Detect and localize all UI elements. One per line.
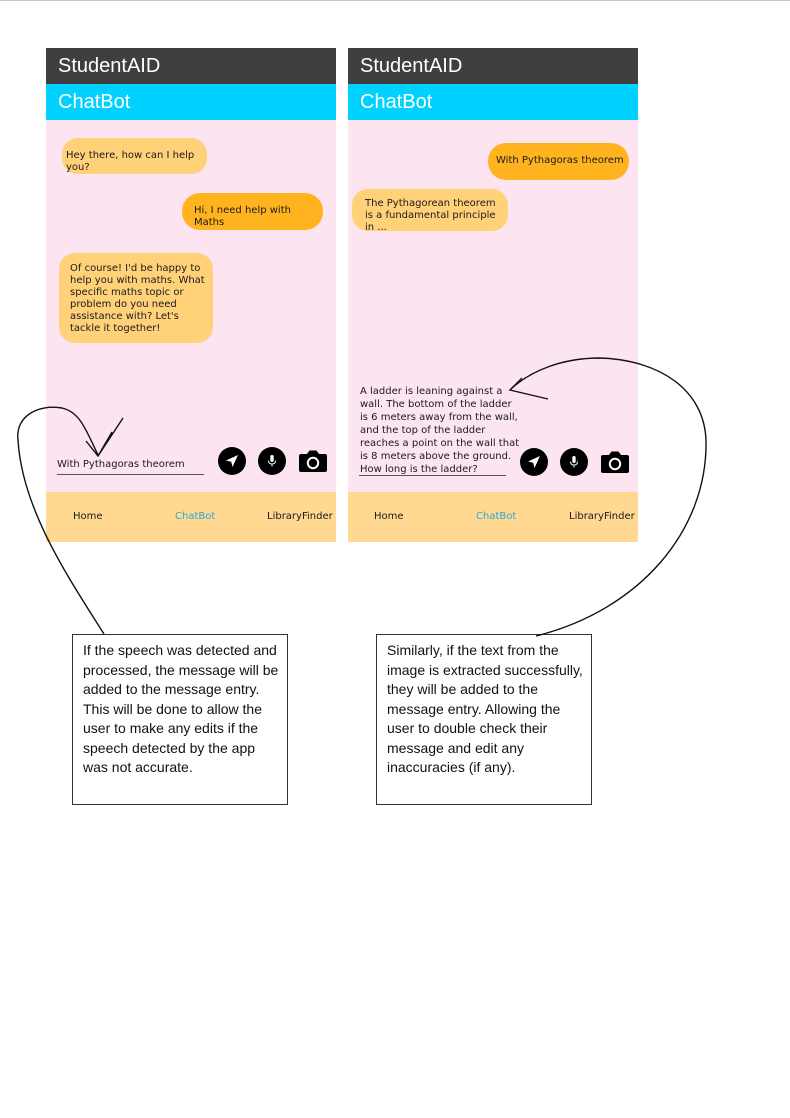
camera-button[interactable]	[298, 447, 328, 475]
app-title: StudentAID	[58, 55, 161, 77]
microphone-icon	[268, 455, 276, 467]
chat-bubble-bot: Of course! I'd be happy to help you with…	[59, 253, 213, 343]
nav-chatbot[interactable]: ChatBot	[476, 511, 517, 522]
arrow-to-image-entry	[511, 357, 707, 637]
nav-home[interactable]: Home	[73, 511, 103, 522]
app-title-bar: StudentAID	[348, 48, 638, 84]
send-icon	[528, 456, 540, 468]
microphone-icon	[570, 456, 578, 468]
section-title-bar: ChatBot	[46, 84, 336, 120]
message-entry-underline	[359, 475, 506, 476]
microphone-button[interactable]	[560, 448, 588, 476]
message-entry-input[interactable]: With Pythagoras theorem	[57, 459, 185, 470]
arrow-to-speech-entry	[17, 406, 105, 635]
message-entry-underline	[57, 474, 204, 475]
section-title: ChatBot	[58, 91, 131, 113]
chat-bubble-user: Hi, I need help with Maths	[182, 193, 323, 230]
annotation-note-speech: If the speech was detected and processed…	[72, 634, 288, 805]
app-title-bar: StudentAID	[46, 48, 336, 84]
chat-bubble-user: With Pythagoras theorem	[488, 143, 629, 180]
send-button[interactable]	[520, 448, 548, 476]
section-title: ChatBot	[360, 91, 433, 113]
camera-icon	[299, 450, 327, 472]
arrowhead-speech	[85, 417, 124, 458]
send-button[interactable]	[218, 447, 246, 475]
microphone-button[interactable]	[258, 447, 286, 475]
bottom-nav: Home ChatBot LibraryFinder	[46, 492, 336, 542]
top-divider	[0, 0, 790, 1]
camera-icon	[601, 451, 629, 473]
chat-bubble-bot: Hey there, how can I help you?	[62, 138, 207, 174]
section-title-bar: ChatBot	[348, 84, 638, 120]
app-title: StudentAID	[360, 55, 463, 77]
phone-screen-image: StudentAID ChatBot With Pythagoras theor…	[348, 48, 638, 542]
camera-button[interactable]	[600, 448, 630, 476]
send-icon	[226, 455, 238, 467]
phone-screen-speech: StudentAID ChatBot Hey there, how can I …	[46, 48, 336, 542]
message-entry-input[interactable]: A ladder is leaning against a wall. The …	[360, 386, 520, 475]
nav-home[interactable]: Home	[374, 511, 404, 522]
nav-chatbot[interactable]: ChatBot	[175, 511, 216, 522]
chat-bubble-bot: The Pythagorean theorem is a fundamental…	[352, 189, 508, 233]
nav-library-finder[interactable]: LibraryFinder	[569, 511, 635, 522]
bottom-nav: Home ChatBot LibraryFinder	[348, 492, 638, 542]
annotation-note-image: Similarly, if the text from the image is…	[376, 634, 592, 805]
nav-library-finder[interactable]: LibraryFinder	[267, 511, 333, 522]
arrowhead-image	[508, 377, 549, 400]
